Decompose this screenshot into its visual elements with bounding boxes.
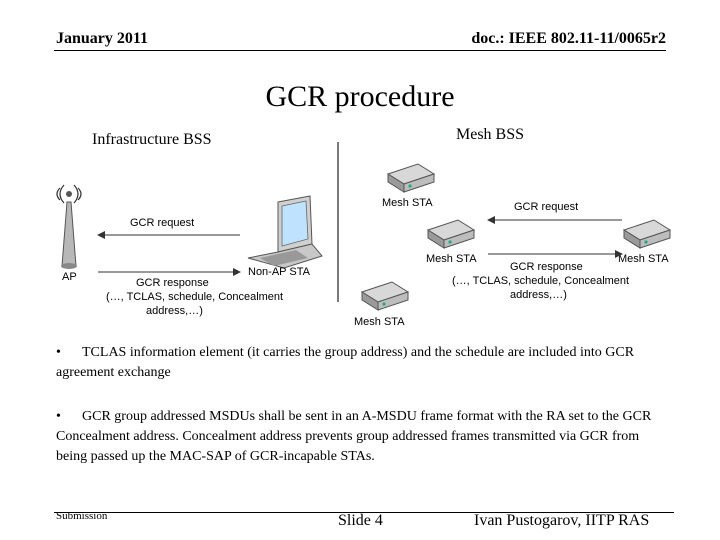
bullet-item: •GCR group addressed MSDUs shall be sent…: [56, 407, 666, 467]
infra-gcr-request-label: GCR request: [130, 217, 194, 229]
infra-gcr-response-line2: (…, TCLAS, schedule, Concealment: [106, 291, 283, 303]
gcr-procedure-diagram: AP Non-AP STA GCR request GCR response (…: [56, 142, 672, 328]
slide-title: GCR procedure: [265, 80, 455, 113]
mesh-sta-top-label: Mesh STA: [382, 197, 433, 209]
slide-number: Slide 4: [338, 512, 383, 529]
mesh-bss-label: Mesh BSS: [456, 126, 525, 143]
bullet-text: GCR group addressed MSDUs shall be sent …: [56, 409, 652, 464]
mesh-sta-mid-icon: [426, 219, 476, 249]
infra-gcr-response-line3: address,…): [146, 305, 203, 317]
mesh-sta-mid-label: Mesh STA: [426, 253, 477, 265]
mesh-gcr-response-line2: (…, TCLAS, schedule, Concealment: [452, 275, 629, 287]
mesh-gcr-response-line3: address,…): [510, 289, 567, 301]
mesh-gcr-response-line1: GCR response: [510, 261, 583, 273]
mesh-sta-right-icon: [622, 219, 672, 249]
header-doc-id: doc.: IEEE 802.11-11/0065r2: [471, 30, 666, 47]
ap-label: AP: [62, 271, 77, 283]
access-point-icon: [56, 184, 82, 269]
mesh-sta-bottom-icon: [360, 281, 410, 311]
non-ap-sta-label: Non-AP STA: [248, 266, 311, 278]
footer-author: Ivan Pustogarov, IITP RAS: [474, 512, 650, 529]
footer-divider: [54, 512, 674, 513]
mesh-sta-top-icon: [386, 163, 436, 193]
footer-submission: Submission: [56, 510, 108, 522]
bullet-text: TCLAS information element (it carries th…: [56, 345, 635, 380]
infra-gcr-response-line1: GCR response: [136, 277, 209, 289]
mesh-sta-bottom-label: Mesh STA: [354, 316, 405, 328]
bullet-item: •TCLAS information element (it carries t…: [56, 343, 666, 383]
laptop-icon: [247, 195, 323, 269]
mesh-gcr-request-label: GCR request: [514, 201, 578, 213]
bullet-icon: •: [56, 345, 61, 360]
header-divider: [54, 50, 666, 51]
header-date: January 2011: [56, 30, 149, 47]
mesh-sta-right-label: Mesh STA: [618, 253, 669, 265]
bullet-icon: •: [56, 409, 61, 424]
infrastructure-bss-label: Infrastructure BSS: [92, 131, 212, 148]
